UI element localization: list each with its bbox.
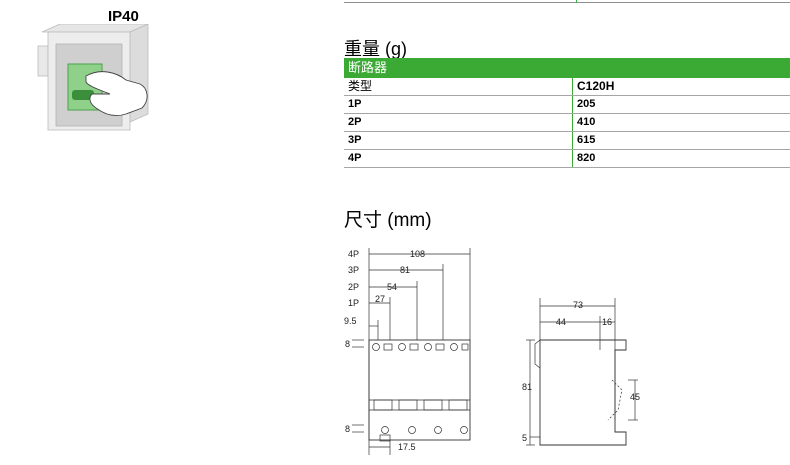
table-title: 断路器 [344,58,790,78]
offset-value: 9.5 [344,316,357,326]
weight-value: 820 [572,150,790,167]
pole-type: 2P [348,116,362,128]
width-2p-value: 54 [387,282,397,292]
table-row: 1P 205 [344,96,790,114]
dimension-section-title: 尺寸 (mm) [344,210,432,231]
ip40-illustration [37,24,149,131]
rail-height-value: 45 [630,392,640,402]
width-1p-value: 27 [375,294,385,304]
pole-label-3p: 3P [348,265,359,275]
pole-label-1p: 1P [348,298,359,308]
hand-illustration [85,71,148,117]
pole-label-4p: 4P [348,249,359,259]
weight-value: 205 [572,96,790,113]
weight-value: 410 [572,114,790,131]
bottom-margin-value: 8 [345,424,350,434]
base-value: 5 [522,433,527,443]
table-bottom-border [344,0,790,3]
width-4p-value: 108 [410,249,425,259]
depth-front-value: 44 [556,317,566,327]
table-row: 3P 615 [344,132,790,150]
bottom-spacing-value: 17.5 [398,442,416,452]
column-header-model: C120H [572,78,790,95]
table-row: 4P 820 [344,150,790,168]
pole-type: 1P [348,98,362,110]
pole-type: 3P [348,134,362,146]
height-value: 81 [522,382,532,392]
weight-table: 断路器 类型 C120H 1P 205 2P 410 3P 615 4P 820 [344,58,790,168]
side-view-lines [526,298,638,446]
table-column-divider [576,0,577,3]
pole-label-2p: 2P [348,282,359,292]
ip-rating-label: IP40 [108,8,139,25]
weight-section-title: 重量 (g) [344,39,407,59]
pole-type: 4P [348,152,362,164]
depth-rear-value: 16 [602,317,612,327]
width-3p-value: 81 [400,265,410,275]
table-row: 2P 410 [344,114,790,132]
front-view-lines [352,248,471,455]
depth-value: 73 [573,300,583,310]
toggle-lever [72,90,94,100]
table-header-row: 类型 C120H [344,78,790,96]
top-margin-value: 8 [345,339,350,349]
column-header-type: 类型 [348,79,373,93]
dimension-drawing: 4P 3P 2P 1P 108 81 54 27 9.5 8 8 17.5 73… [344,248,640,455]
weight-value: 615 [572,132,790,149]
